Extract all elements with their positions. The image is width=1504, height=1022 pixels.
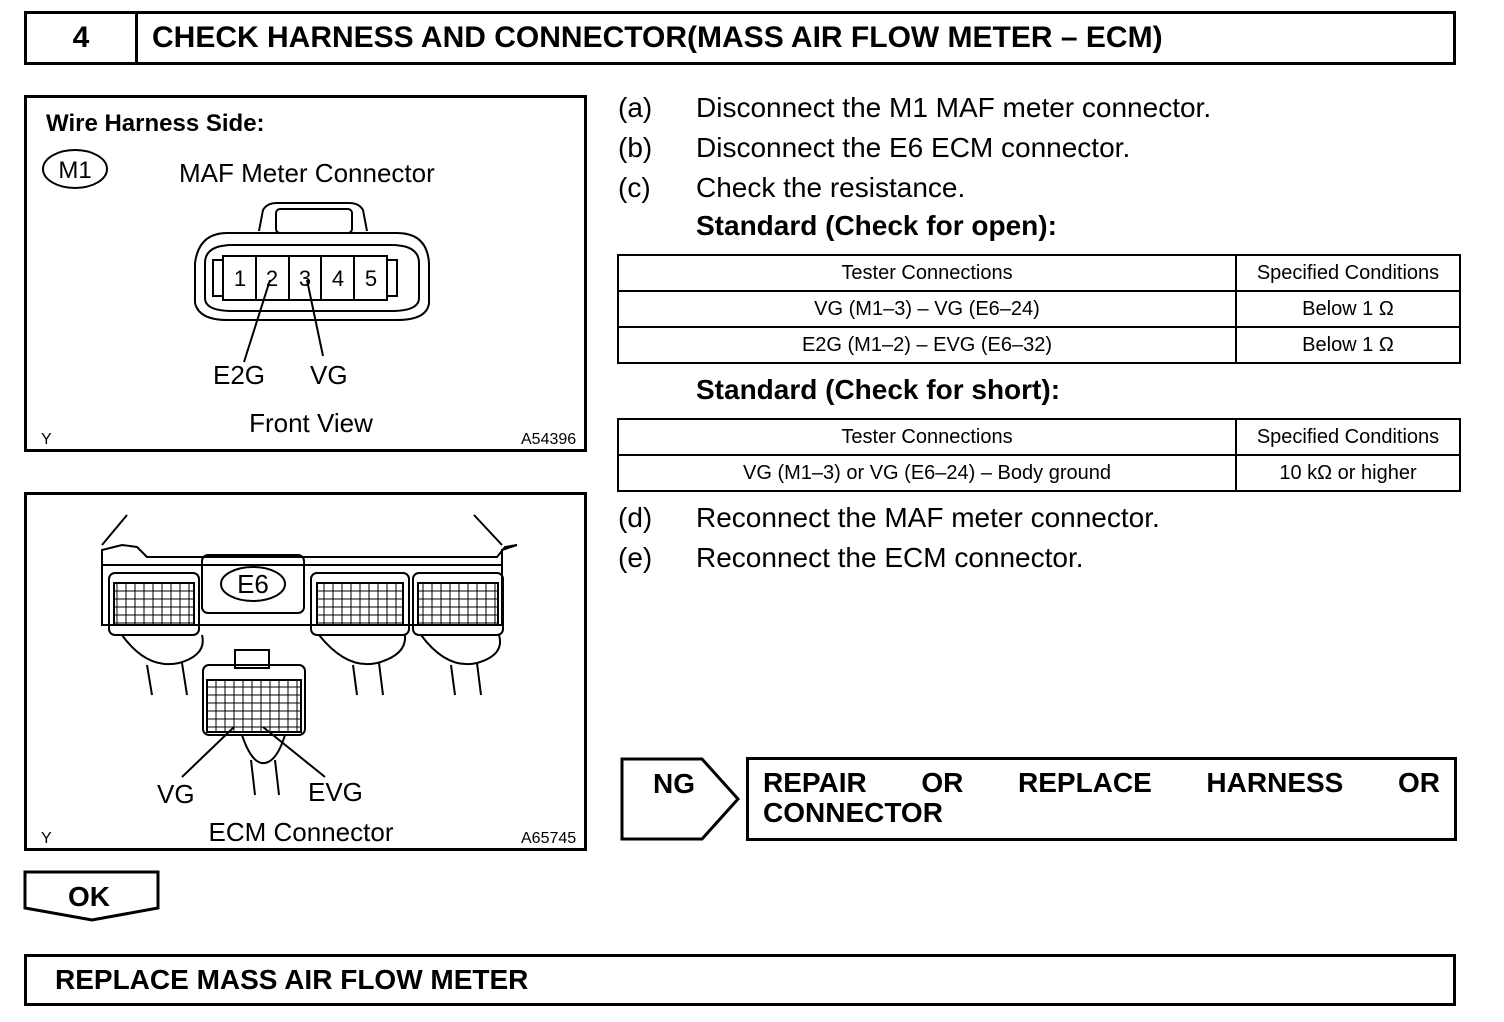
final-action-box: REPLACE MASS AIR FLOW METER: [24, 954, 1456, 1006]
ecm-connector-caption: ECM Connector: [209, 817, 394, 847]
table-header-row: Tester Connections Specified Conditions: [617, 418, 1461, 456]
step-e-text: Reconnect the ECM connector.: [696, 542, 1084, 573]
evg-leader-line: [262, 726, 326, 778]
step-e: (e) Reconnect the ECM connector.: [618, 541, 1084, 575]
table-cell: Below 1 Ω: [1235, 290, 1461, 328]
pin-5: 5: [365, 266, 377, 291]
maf-connector-name: MAF Meter Connector: [179, 158, 435, 188]
figure-id: A54396: [521, 431, 576, 448]
ecm-connector-a: [108, 572, 204, 696]
vg-callout: VG: [157, 779, 195, 809]
e2g-leader-line: [243, 279, 271, 363]
standard-short-table: Tester Connections Specified Conditions …: [617, 418, 1461, 492]
step-d-text: Reconnect the MAF meter connector.: [696, 502, 1160, 533]
table-header-cell: Tester Connections: [617, 254, 1237, 292]
ng-label: NG: [653, 768, 695, 799]
step-d-label: (d): [618, 502, 653, 533]
step-d: (d) Reconnect the MAF meter connector.: [618, 501, 1160, 535]
pin-1: 1: [234, 266, 246, 291]
standard-open-table: Tester Connections Specified Conditions …: [617, 254, 1461, 364]
ng-action-box: REPAIR OR REPLACE HARNESS OR CONNECTOR: [746, 757, 1457, 841]
wire-harness-side-label: Wire Harness Side:: [46, 110, 265, 137]
table-row: E2G (M1–2) – EVG (E6–32) Below 1 Ω: [617, 326, 1461, 364]
figure-id: A65745: [521, 830, 576, 847]
table-cell: Below 1 Ω: [1235, 326, 1461, 364]
maf-connector-figure: Wire Harness Side: M1 MAF Meter Connecto…: [24, 95, 587, 452]
maf-connector-body: [194, 202, 430, 321]
step-e-label: (e): [618, 542, 653, 573]
table-header-cell: Specified Conditions: [1235, 254, 1461, 292]
ok-arrow: OK: [23, 870, 160, 922]
table-row: VG (M1–3) or VG (E6–24) – Body ground 10…: [617, 454, 1461, 492]
step-number: 4: [24, 11, 138, 65]
step-a: (a) Disconnect the M1 MAF meter connector…: [618, 91, 1211, 125]
e6-code: E6: [237, 569, 269, 599]
e6-connector-plug: [202, 649, 306, 796]
table-row: VG (M1–3) – VG (E6–24) Below 1 Ω: [617, 290, 1461, 328]
step-b-text: Disconnect the E6 ECM connector.: [696, 132, 1131, 163]
ng-arrow: NG: [620, 757, 741, 841]
vg-callout: VG: [310, 360, 348, 390]
evg-callout: EVG: [308, 777, 363, 807]
step-c: (c) Check the resistance.: [618, 171, 965, 205]
vg-leader-line: [306, 279, 324, 357]
pin-4: 4: [332, 266, 344, 291]
step-c-text: Check the resistance.: [696, 172, 966, 203]
e2g-callout: E2G: [213, 360, 265, 390]
step-title: CHECK HARNESS AND CONNECTOR(MASS AIR FLO…: [135, 11, 1456, 65]
step-c-label: (c): [618, 172, 651, 203]
ok-label: OK: [68, 881, 110, 912]
ecm-connector-diagram: E6 VG: [41, 514, 576, 847]
table-cell: 10 kΩ or higher: [1235, 454, 1461, 492]
vg-leader-line: [181, 726, 235, 778]
step-b: (b) Disconnect the E6 ECM connector.: [618, 131, 1130, 165]
front-view-label: Front View: [249, 408, 373, 438]
e6-code-ellipse: [220, 566, 286, 602]
table-header-row: Tester Connections Specified Conditions: [617, 254, 1461, 292]
standard-short-heading: Standard (Check for short):: [696, 374, 1061, 405]
table-cell: VG (M1–3) – VG (E6–24): [617, 290, 1237, 328]
m1-code: M1: [58, 157, 91, 184]
ecm-connector-b: [310, 572, 410, 696]
step-a-text: Disconnect the M1 MAF meter connector.: [696, 92, 1212, 123]
corner-letter: Y: [41, 431, 52, 448]
step-a-label: (a): [618, 92, 653, 123]
m1-code-ellipse: [42, 149, 108, 189]
ecm-connector-figure: E6 VG: [24, 492, 587, 851]
table-header-cell: Specified Conditions: [1235, 418, 1461, 456]
table-cell: E2G (M1–2) – EVG (E6–32): [617, 326, 1237, 364]
table-header-cell: Tester Connections: [617, 418, 1237, 456]
corner-letter: Y: [41, 830, 52, 847]
maf-connector-diagram: Wire Harness Side: M1 MAF Meter Connecto…: [41, 110, 576, 448]
table-cell: VG (M1–3) or VG (E6–24) – Body ground: [617, 454, 1237, 492]
step-b-label: (b): [618, 132, 653, 163]
ecm-connector-c: [412, 572, 504, 696]
standard-open-heading: Standard (Check for open):: [696, 210, 1057, 241]
